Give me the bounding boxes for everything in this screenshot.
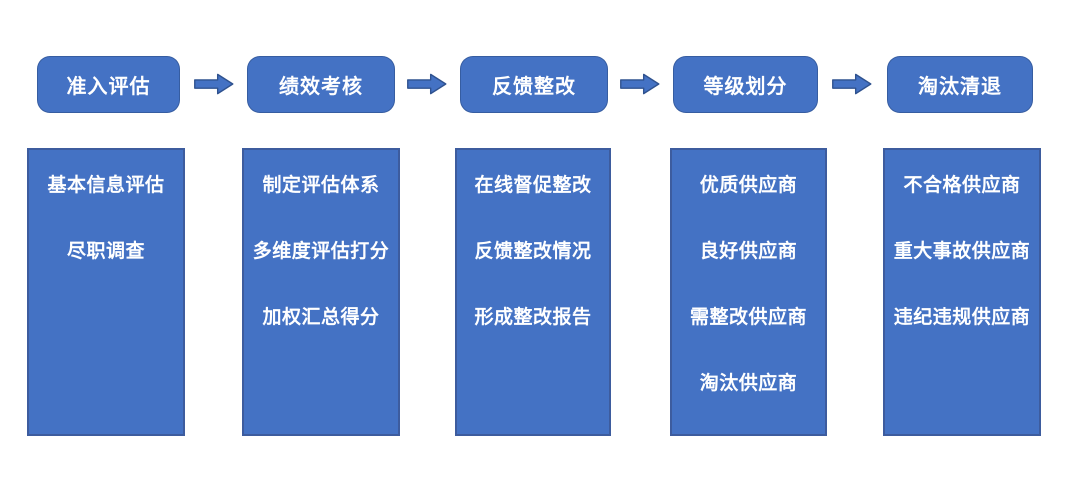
stage-header-performance-review: 绩效考核 [247,56,395,113]
stage-item: 制定评估体系 [262,174,380,196]
stage-header-label: 绩效考核 [279,76,363,98]
stage-item: 需整改供应商 [689,306,807,328]
stage-item: 加权汇总得分 [262,306,380,328]
stage-item: 淘汰供应商 [699,372,798,394]
stage-item: 优质供应商 [699,174,798,196]
right-arrow-icon [831,73,873,95]
stage-body-grade-division: 优质供应商 良好供应商 需整改供应商 淘汰供应商 [670,148,827,436]
stage-body-admission-assessment: 基本信息评估 尽职调查 [27,148,185,436]
stage-header-feedback-rectification: 反馈整改 [460,56,608,113]
stage-item: 违纪违规供应商 [893,306,1031,328]
stage-item: 反馈整改情况 [474,240,592,262]
stage-header-label: 反馈整改 [492,76,576,98]
stage-header-admission-assessment: 准入评估 [37,56,180,113]
right-arrow-icon [193,73,235,95]
right-arrow-icon [406,73,448,95]
stage-item: 尽职调查 [66,240,145,262]
stage-header-elimination: 淘汰清退 [887,56,1033,113]
stage-item: 基本信息评估 [47,174,165,196]
stage-item: 重大事故供应商 [893,240,1031,262]
stage-header-grade-division: 等级划分 [673,56,818,113]
stage-body-feedback-rectification: 在线督促整改 反馈整改情况 形成整改报告 [455,148,611,436]
stage-header-label: 淘汰清退 [918,76,1002,98]
stage-item: 形成整改报告 [474,306,592,328]
stage-header-label: 等级划分 [703,76,788,98]
stage-header-label: 准入评估 [66,76,151,98]
stage-item: 良好供应商 [699,240,798,262]
stage-body-elimination: 不合格供应商 重大事故供应商 违纪违规供应商 [883,148,1041,436]
stage-body-performance-review: 制定评估体系 多维度评估打分 加权汇总得分 [242,148,400,436]
stage-item: 多维度评估打分 [252,240,390,262]
stage-item: 不合格供应商 [903,174,1021,196]
stage-item: 在线督促整改 [474,174,592,196]
right-arrow-icon [619,73,661,95]
